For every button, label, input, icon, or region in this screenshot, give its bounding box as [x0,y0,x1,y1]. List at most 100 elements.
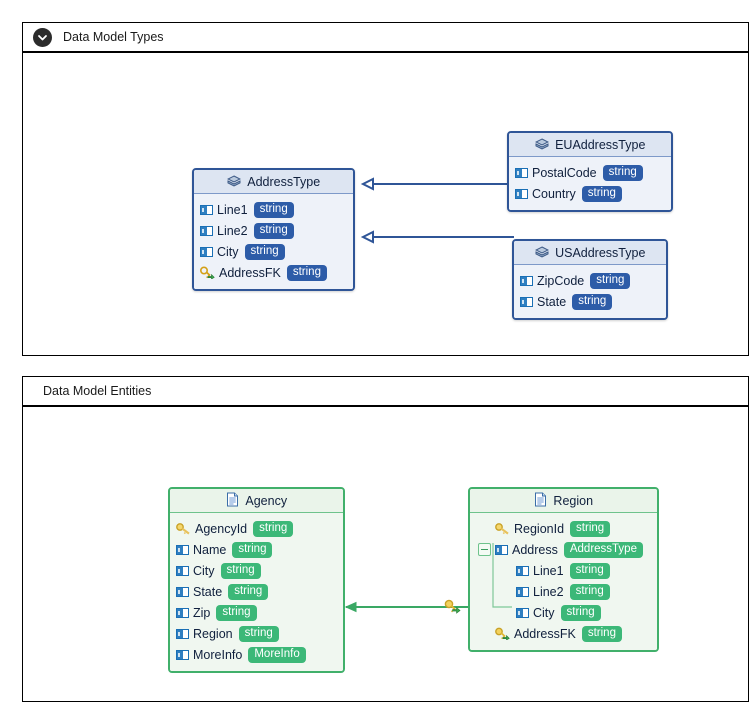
panel-body-entities: Agency AgencyId string [23,407,748,701]
field-type-badge: string [560,604,601,621]
field-name: RegionId [514,521,565,536]
node-fields-region: RegionId string Address AddressType Line… [470,513,657,650]
node-fields-usaddresstype: ZipCode string State string [514,265,666,318]
field-row[interactable]: City string [176,560,337,581]
field-name: AddressFK [219,265,281,280]
field-name: Line2 [217,223,248,238]
field-icon [520,275,533,286]
field-name: City [217,244,239,259]
field-type-badge: string [286,264,327,281]
field-icon [495,544,508,555]
primary-key-icon [495,522,510,535]
field-name: Name [193,542,227,557]
field-row[interactable]: PostalCode string [515,162,665,183]
node-euaddresstype[interactable]: EUAddressType PostalCode string Country … [507,131,673,212]
field-name: AddressFK [514,626,576,641]
node-fields-addresstype: Line1 string Line2 string City string [194,194,353,289]
panel-data-model-types: Data Model Types [22,22,749,356]
field-row[interactable]: AddressFK string [478,623,651,644]
field-icon [176,586,189,597]
field-type-badge: string [216,604,257,621]
field-type-badge: string [581,625,622,642]
field-row[interactable]: ZipCode string [520,270,660,291]
field-type-badge: string [253,222,294,239]
field-name: Line2 [533,584,564,599]
field-name: Region [193,626,233,641]
field-row[interactable]: Country string [515,183,665,204]
field-row[interactable]: Line1 string [200,199,347,220]
node-header-usaddresstype: USAddressType [514,241,666,265]
field-name: ZipCode [537,273,585,288]
node-title: EUAddressType [555,138,646,152]
field-row[interactable]: City string [478,602,651,623]
node-header-euaddresstype: EUAddressType [509,133,671,157]
field-row[interactable]: Line1 string [478,560,651,581]
field-name: AgencyId [195,521,248,536]
node-fields-euaddresstype: PostalCode string Country string [509,157,671,210]
field-row-address[interactable]: Address AddressType [478,539,651,560]
field-name: Address [512,542,558,557]
node-region[interactable]: Region [468,487,659,652]
node-title: Region [553,494,594,508]
field-type-badge: string [590,272,631,289]
field-icon [200,204,213,215]
tree-guide-line [492,543,512,608]
field-row[interactable]: AgencyId string [176,518,337,539]
field-row[interactable]: RegionId string [478,518,651,539]
field-type-badge: string [572,293,613,310]
node-header-addresstype: AddressType [194,170,353,194]
connector-euaddresstype-to-addresstype [360,177,509,191]
panel-header-entities: Data Model Entities [23,377,748,407]
panel-data-model-entities: Data Model Entities [22,376,749,702]
field-type-badge: AddressType [563,541,643,558]
field-row[interactable]: City string [200,241,347,262]
primary-key-icon [176,522,191,535]
panel-title-entities: Data Model Entities [43,384,152,398]
field-type-badge: string [232,541,273,558]
field-name: Line1 [533,563,564,578]
field-name: State [537,294,567,309]
field-icon [520,296,533,307]
panel-header-types: Data Model Types [23,23,748,53]
foreign-key-icon [199,266,215,280]
field-row[interactable]: Region string [176,623,337,644]
field-name: MoreInfo [193,647,243,662]
field-type-badge: MoreInfo [248,646,306,663]
node-agency[interactable]: Agency AgencyId string [168,487,345,673]
field-type-badge: string [253,201,294,218]
field-type-badge: string [569,583,610,600]
field-name: Zip [193,605,211,620]
complex-type-icon [534,246,552,262]
field-type-badge: string [244,243,285,260]
field-icon [176,628,189,639]
node-addresstype[interactable]: AddressType Line1 string Line2 string [192,168,355,291]
field-row[interactable]: Line2 string [200,220,347,241]
field-row[interactable]: State string [176,581,337,602]
field-icon [176,607,189,618]
field-icon [200,225,213,236]
field-name: PostalCode [532,165,597,180]
foreign-key-icon [495,627,510,641]
field-name: City [533,605,555,620]
field-icon [516,565,529,576]
field-row[interactable]: Name string [176,539,337,560]
connector-usaddresstype-to-addresstype [360,230,514,244]
node-header-agency: Agency [170,489,343,513]
field-type-badge: string [238,625,279,642]
field-row[interactable]: Zip string [176,602,337,623]
field-row[interactable]: Line2 string [478,581,651,602]
field-row[interactable]: MoreInfo MoreInfo [176,644,337,665]
connector-foreign-key-icon [444,599,461,614]
panel-body-types: AddressType Line1 string Line2 string [23,53,748,355]
field-type-badge: string [602,164,643,181]
field-name: State [193,584,223,599]
field-type-badge: string [569,562,610,579]
field-type-badge: string [570,520,611,537]
field-row[interactable]: State string [520,291,660,312]
collapse-minus-icon[interactable] [478,543,491,556]
chevron-down-icon[interactable] [33,28,52,47]
complex-type-icon [226,175,244,191]
field-row[interactable]: AddressFK string [199,262,347,283]
node-usaddresstype[interactable]: USAddressType ZipCode string State strin… [512,239,668,320]
